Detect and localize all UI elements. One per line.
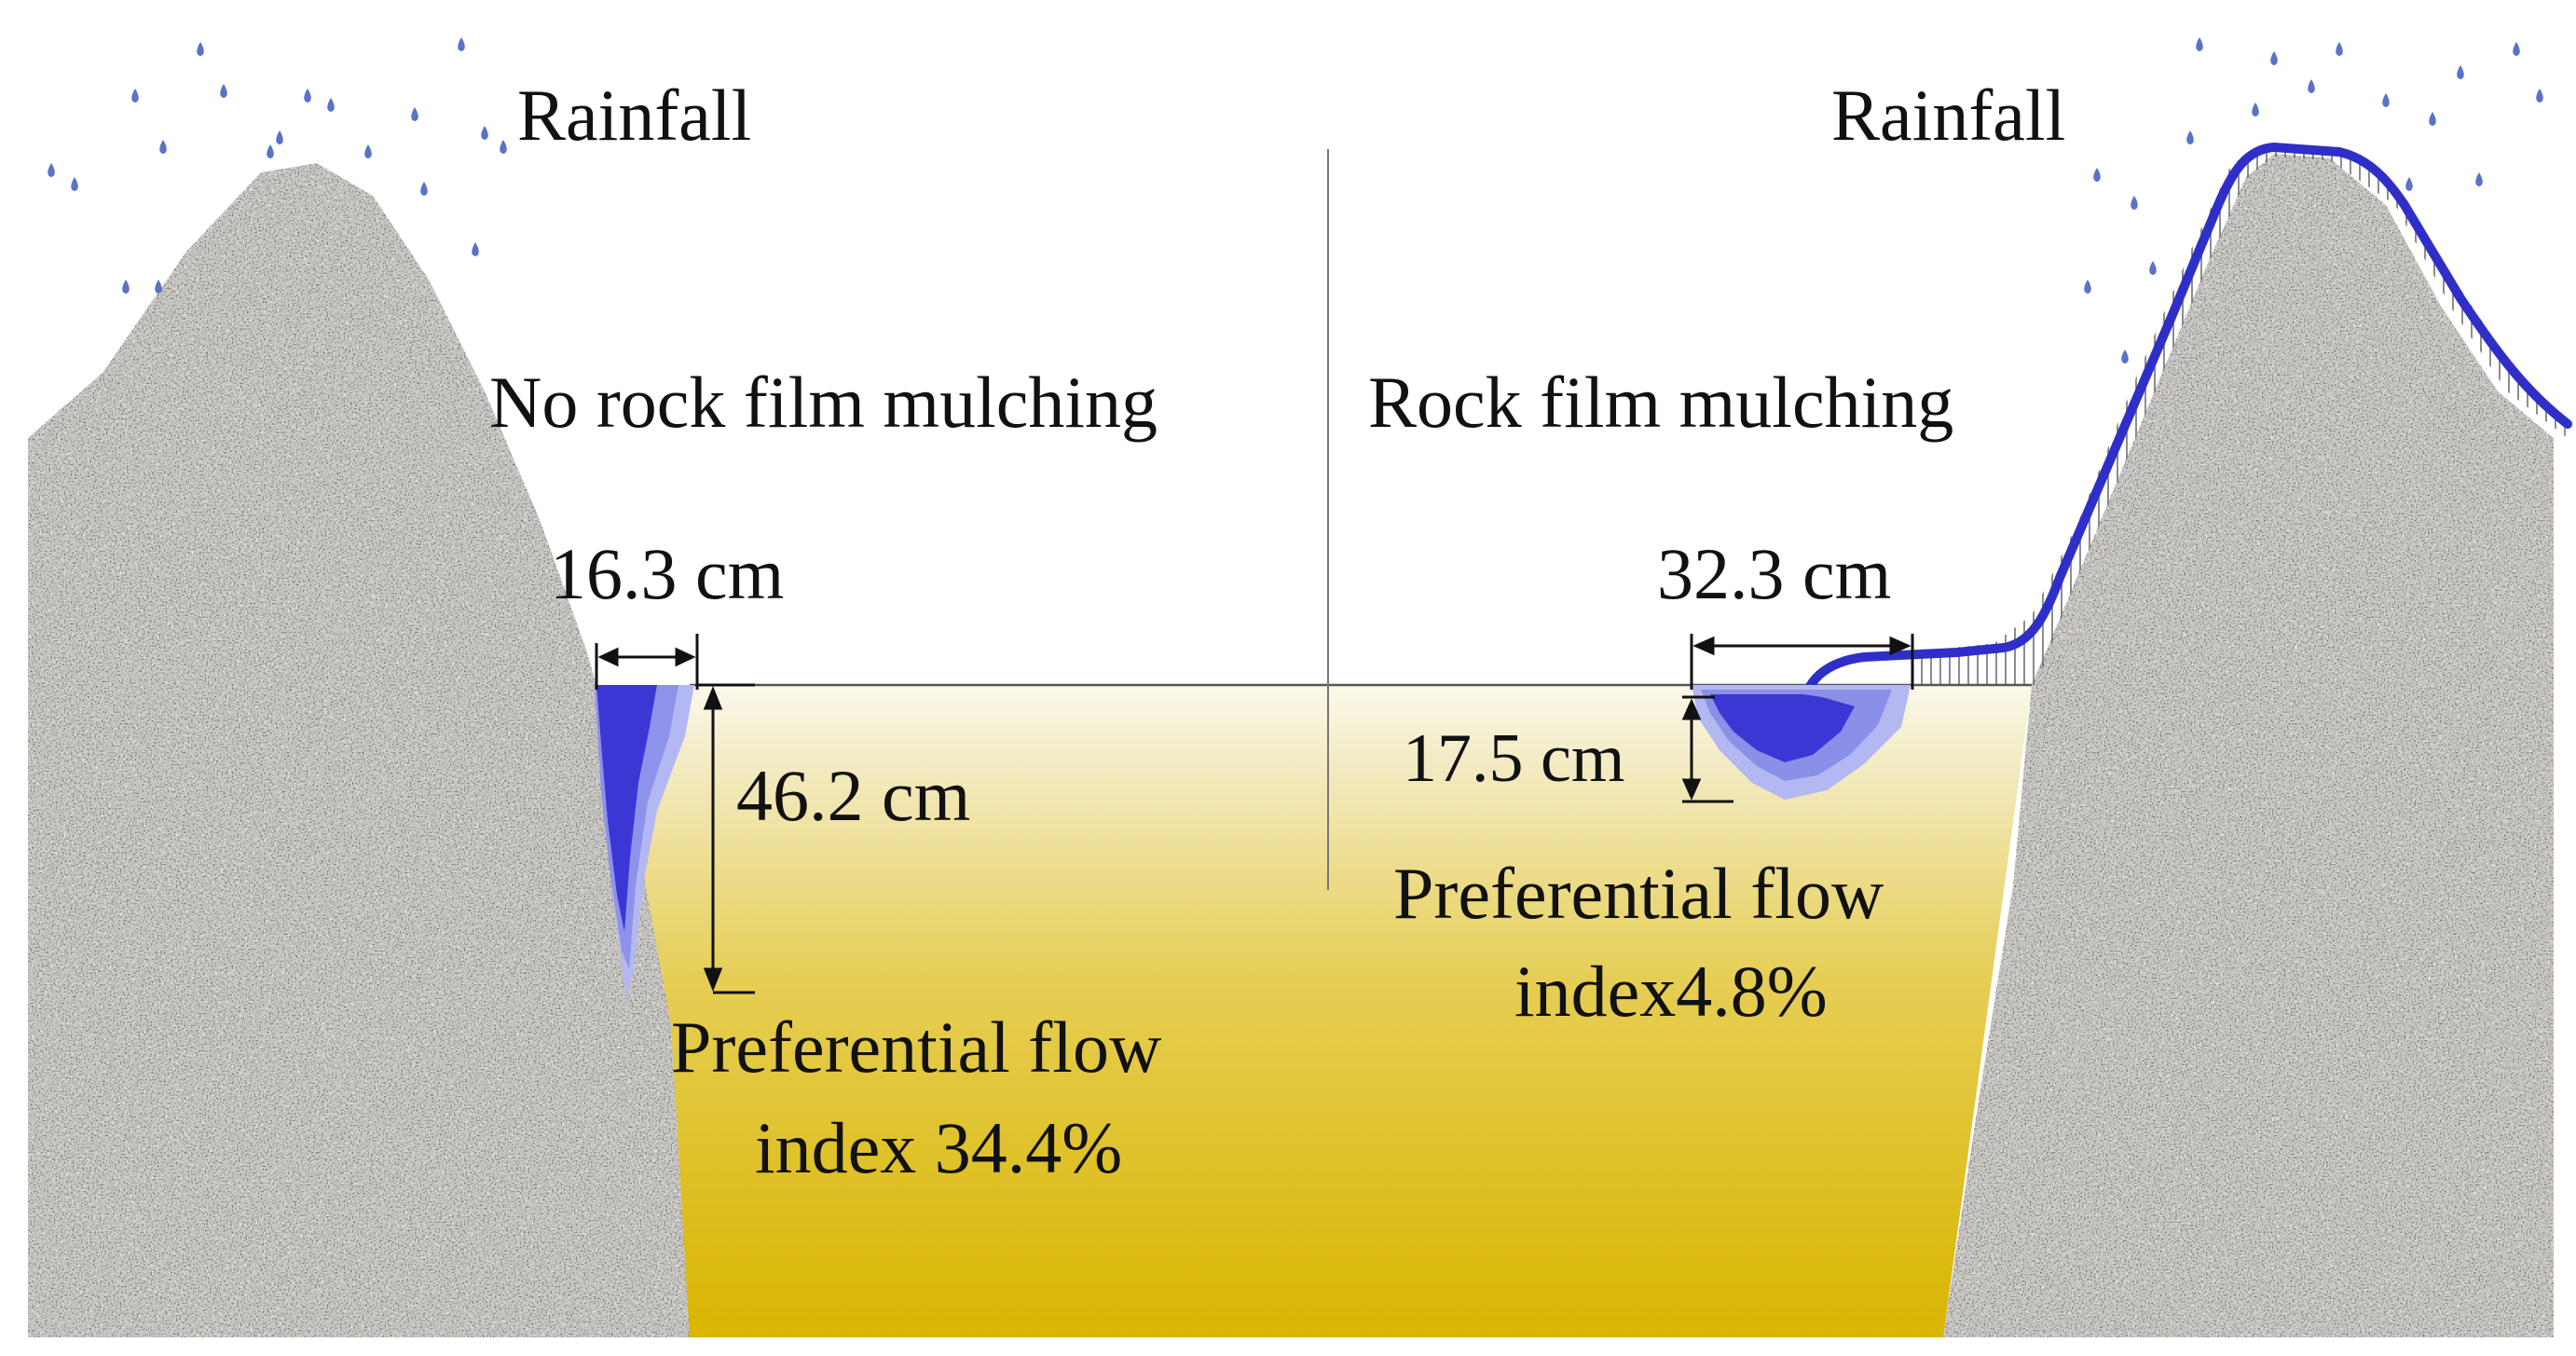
left-index-line2: index 34.4% bbox=[755, 1107, 1122, 1188]
left-rock-mountain bbox=[28, 163, 690, 1337]
left-depth-label: 46.2 cm bbox=[736, 755, 970, 836]
right-depth-dimension bbox=[1681, 695, 1733, 803]
rain-drop bbox=[2513, 42, 2520, 56]
rain-drop bbox=[48, 163, 55, 177]
rain-drop bbox=[2336, 42, 2343, 56]
left-flow-plume bbox=[594, 685, 694, 997]
rain-drop bbox=[327, 98, 335, 112]
soil-basin bbox=[596, 685, 2032, 1337]
rain-drop bbox=[2186, 130, 2194, 144]
left-rainfall-label: Rainfall bbox=[517, 75, 751, 156]
left-width-label: 16.3 cm bbox=[550, 533, 784, 614]
rain-drop bbox=[276, 130, 283, 144]
right-flow-plume bbox=[1692, 685, 1911, 800]
rain-drop bbox=[122, 280, 130, 294]
rain-drop bbox=[472, 242, 479, 256]
rain-drop bbox=[304, 89, 311, 103]
right-depth-label: 17.5 cm bbox=[1403, 720, 1624, 797]
right-rock-mountain bbox=[1943, 154, 2554, 1337]
right-width-dimension bbox=[1690, 634, 1914, 690]
rock-film-line bbox=[1799, 143, 2572, 718]
rain-drop bbox=[2084, 280, 2091, 294]
rain-drop bbox=[159, 140, 167, 154]
rain-drop bbox=[131, 89, 139, 103]
rain-drop bbox=[2093, 168, 2101, 182]
rain-drop bbox=[481, 126, 488, 140]
rain-drop bbox=[2405, 177, 2413, 191]
rain-drop bbox=[500, 140, 507, 154]
rain-drop bbox=[197, 42, 204, 56]
rain-drop bbox=[364, 144, 372, 158]
left-condition-label: No rock film mulching bbox=[489, 362, 1158, 443]
rain-drop bbox=[71, 177, 78, 191]
rain-drop bbox=[2475, 172, 2483, 186]
rain-drop bbox=[2121, 349, 2129, 363]
right-index-line1: Preferential flow bbox=[1393, 853, 1884, 934]
rain-drop bbox=[411, 107, 418, 121]
rain-drop bbox=[2382, 93, 2390, 107]
rain-drop bbox=[2270, 51, 2278, 65]
rain-drop bbox=[2252, 103, 2259, 116]
right-index-line2: index4.8% bbox=[1514, 951, 1828, 1032]
rain-drop bbox=[458, 37, 465, 51]
rain-drop bbox=[2308, 79, 2315, 93]
rain-drop bbox=[2457, 65, 2464, 79]
rain-drop bbox=[2131, 196, 2138, 210]
rain-drop bbox=[155, 280, 162, 294]
left-index-line1: Preferential flow bbox=[671, 1007, 1161, 1088]
rain-drops bbox=[48, 37, 2543, 363]
left-depth-dimension bbox=[697, 683, 755, 994]
rain-drop bbox=[2536, 89, 2543, 103]
rain-drop bbox=[220, 84, 227, 98]
rain-drop bbox=[2196, 37, 2203, 51]
left-width-dimension bbox=[595, 634, 699, 690]
right-rainfall-label: Rainfall bbox=[1831, 75, 2065, 156]
rain-drop bbox=[2149, 261, 2157, 275]
rain-drop bbox=[420, 182, 428, 196]
rain-drop bbox=[267, 144, 274, 158]
right-condition-label: Rock film mulching bbox=[1368, 362, 1953, 443]
right-width-label: 32.3 cm bbox=[1657, 533, 1891, 614]
rain-drop bbox=[2429, 112, 2436, 126]
